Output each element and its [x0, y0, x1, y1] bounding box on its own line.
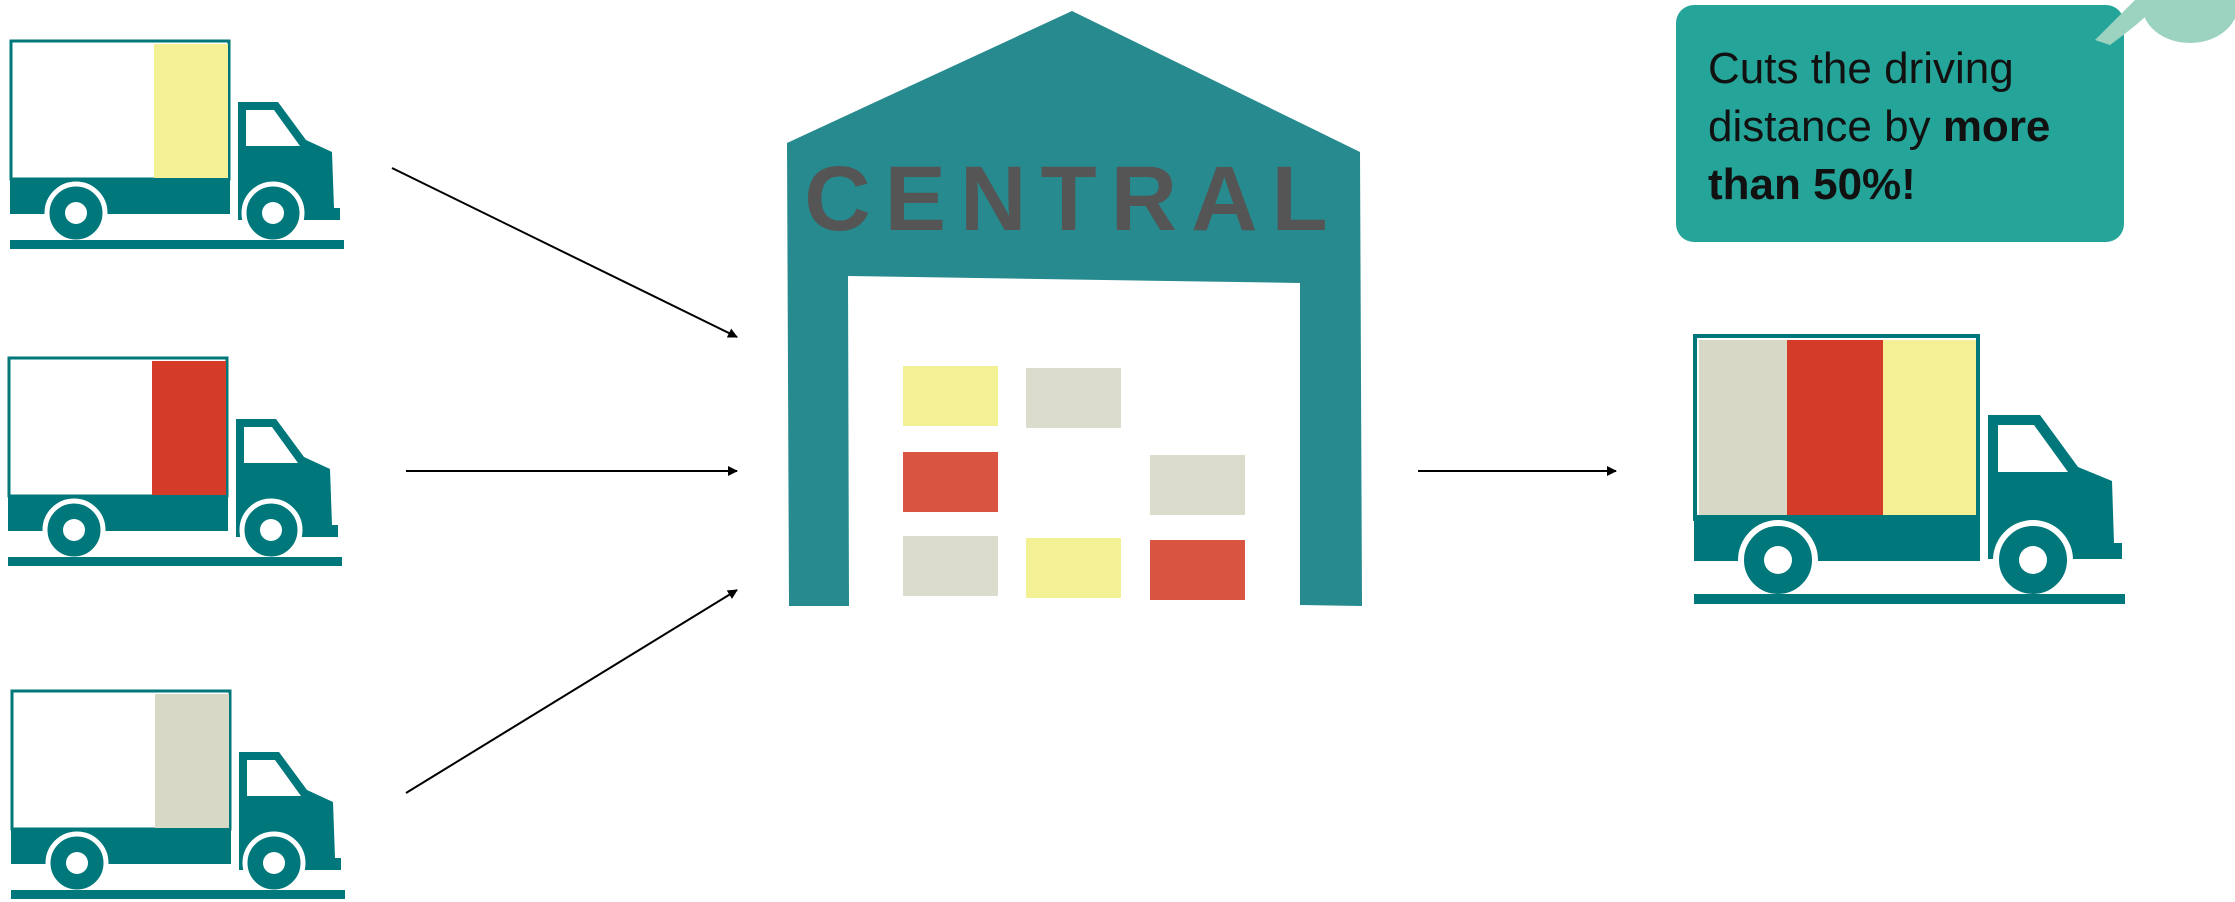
road-line [1694, 594, 2125, 604]
truck-hub [262, 202, 284, 224]
truck-red-cargo [7, 356, 342, 566]
truck-cargo-block [154, 44, 228, 178]
truck-window [1998, 425, 2068, 472]
truck-hub [1764, 546, 1792, 574]
warehouse: CENTRAL [787, 11, 1362, 606]
truck-yellow-cargo [9, 39, 344, 249]
truck-hub [63, 519, 85, 541]
truck-chassis [8, 495, 228, 531]
truck-window [246, 110, 300, 146]
callout-text-bold: more than 50%! [1708, 102, 2051, 209]
stock-box [1026, 538, 1121, 598]
truck-cargo-block [152, 361, 226, 495]
truck-chassis [11, 828, 231, 864]
warehouse-sign: CENTRAL [804, 148, 1342, 250]
stock-box [1150, 455, 1245, 515]
stock-box [1026, 368, 1121, 428]
warehouse-building [787, 11, 1362, 606]
callout-decoration [2095, 0, 2235, 45]
stock-box [903, 452, 998, 512]
truck-cargo-block [155, 694, 229, 828]
truck-hub [260, 519, 282, 541]
stock-box [903, 366, 998, 426]
arrow-top-to-warehouse [391, 167, 738, 338]
road-line [8, 557, 342, 566]
callout-text: Cuts the driving distance by more than 5… [1708, 40, 2108, 214]
stock-box [1150, 540, 1245, 600]
road-line [11, 890, 345, 899]
truck-hub [2019, 546, 2047, 574]
truck-cargo-block [1883, 340, 1976, 515]
callout [1676, 0, 2235, 242]
truck-window [247, 760, 301, 796]
callout-bubble [1676, 5, 2124, 242]
truck-combined-cargo [1693, 334, 2125, 604]
truck-hub [65, 202, 87, 224]
truck-chassis [1694, 515, 1980, 561]
truck-chassis [10, 178, 230, 214]
callout-text-regular: Cuts the driving distance by [1708, 44, 2014, 151]
truck-hub [263, 852, 285, 874]
truck-cargo-block [1787, 340, 1883, 515]
truck-hub [66, 852, 88, 874]
arrow-bottom-to-warehouse [405, 589, 738, 794]
truck-window [244, 427, 298, 463]
truck-cargo-block [1699, 340, 1787, 515]
road-line [10, 240, 344, 249]
stock-box [903, 536, 998, 596]
truck-gray-cargo [10, 689, 345, 899]
